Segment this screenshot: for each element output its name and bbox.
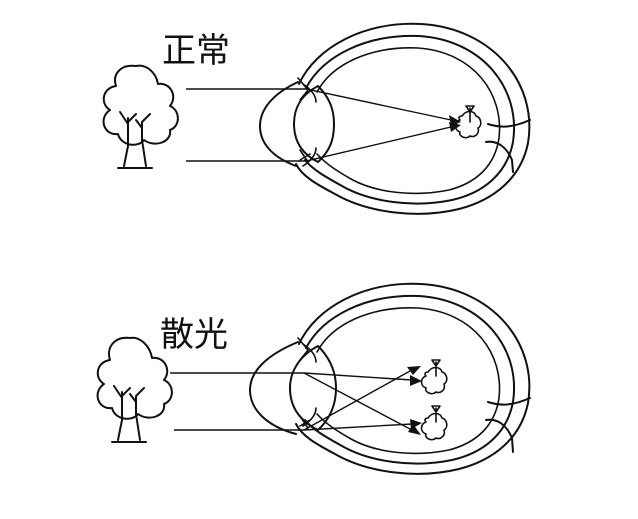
panel-normal: 正常	[102, 22, 531, 215]
eye-normal	[186, 22, 531, 215]
tree-icon	[96, 336, 173, 443]
label-normal: 正常	[162, 31, 230, 71]
tree-icon	[102, 64, 179, 169]
label-astigmatism: 散光	[160, 315, 228, 355]
panel-astigmatism: 散光	[96, 282, 531, 475]
eye-astigmatism	[170, 282, 531, 475]
